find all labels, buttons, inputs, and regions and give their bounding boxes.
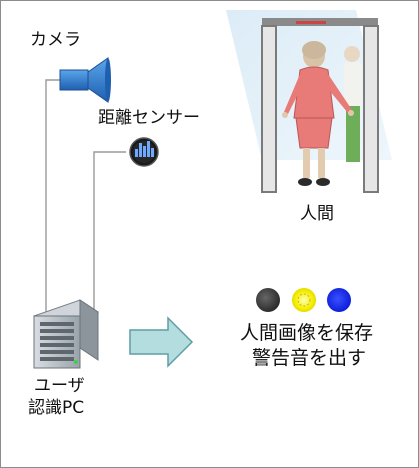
sensor-cable: [93, 151, 126, 312]
camera-label: カメラ: [30, 30, 81, 50]
gate-right-post: [363, 25, 379, 193]
human-label: 人間: [300, 204, 334, 224]
camera-icon: [59, 57, 111, 103]
black-lamp: [256, 288, 280, 312]
user-pc-label-line2: 認識PC: [28, 398, 85, 418]
distance-sensor-icon: [129, 137, 159, 167]
camera-cable: [45, 79, 62, 320]
security-gate-illustration: [226, 10, 392, 193]
process-arrow: [129, 316, 194, 368]
gate-left-post: [261, 25, 277, 193]
action-label-line2: 警告音を出す: [252, 347, 367, 369]
recognition-pc-icon: [32, 299, 100, 369]
action-label-line1: 人間画像を保存: [240, 322, 374, 344]
user-pc-label-line1: ユーザ: [34, 376, 85, 396]
person-icon: [282, 41, 354, 186]
background-person-icon: [344, 46, 362, 162]
blue-lamp: [327, 288, 351, 312]
distance-sensor-label: 距離センサー: [98, 108, 200, 128]
yellow-lamp: [292, 288, 316, 312]
